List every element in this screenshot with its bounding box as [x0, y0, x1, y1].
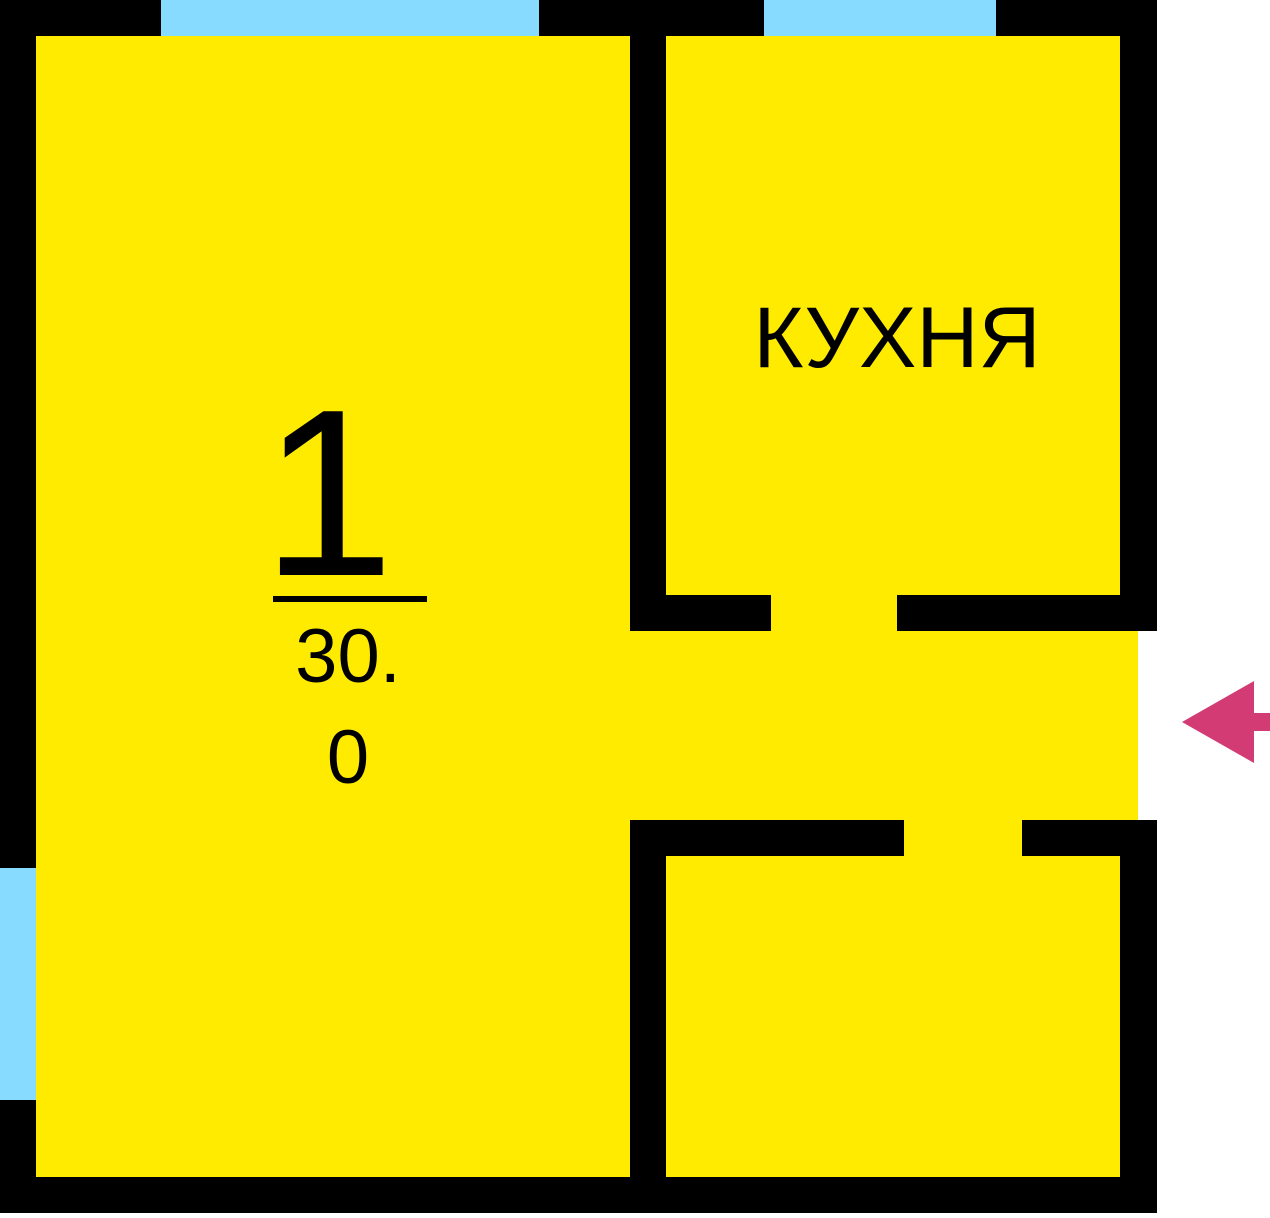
lower-room-wall-top-left — [630, 820, 904, 856]
room-area-line2: 0 — [327, 715, 369, 800]
outer-wall-bottom — [0, 1177, 1157, 1213]
entrance-arrow-icon — [1182, 681, 1270, 763]
kitchen-wall-bottom-right — [897, 595, 1157, 631]
room-number-fraction-line — [273, 596, 427, 602]
window-top-right — [764, 0, 996, 36]
outer-wall-right-upper — [1120, 0, 1157, 631]
window-left — [0, 868, 36, 1100]
room-area-line1: 30. — [295, 614, 401, 699]
lower-room-wall-top-right — [1022, 820, 1157, 856]
kitchen-wall-left — [630, 36, 666, 631]
outer-wall-right-lower — [1120, 820, 1157, 1213]
lower-room-wall-left — [630, 820, 666, 1213]
kitchen-label: КУХНЯ — [753, 290, 1040, 386]
room-number: 1 — [262, 361, 394, 626]
window-top-left — [161, 0, 539, 36]
kitchen-wall-bottom-left — [630, 595, 771, 631]
